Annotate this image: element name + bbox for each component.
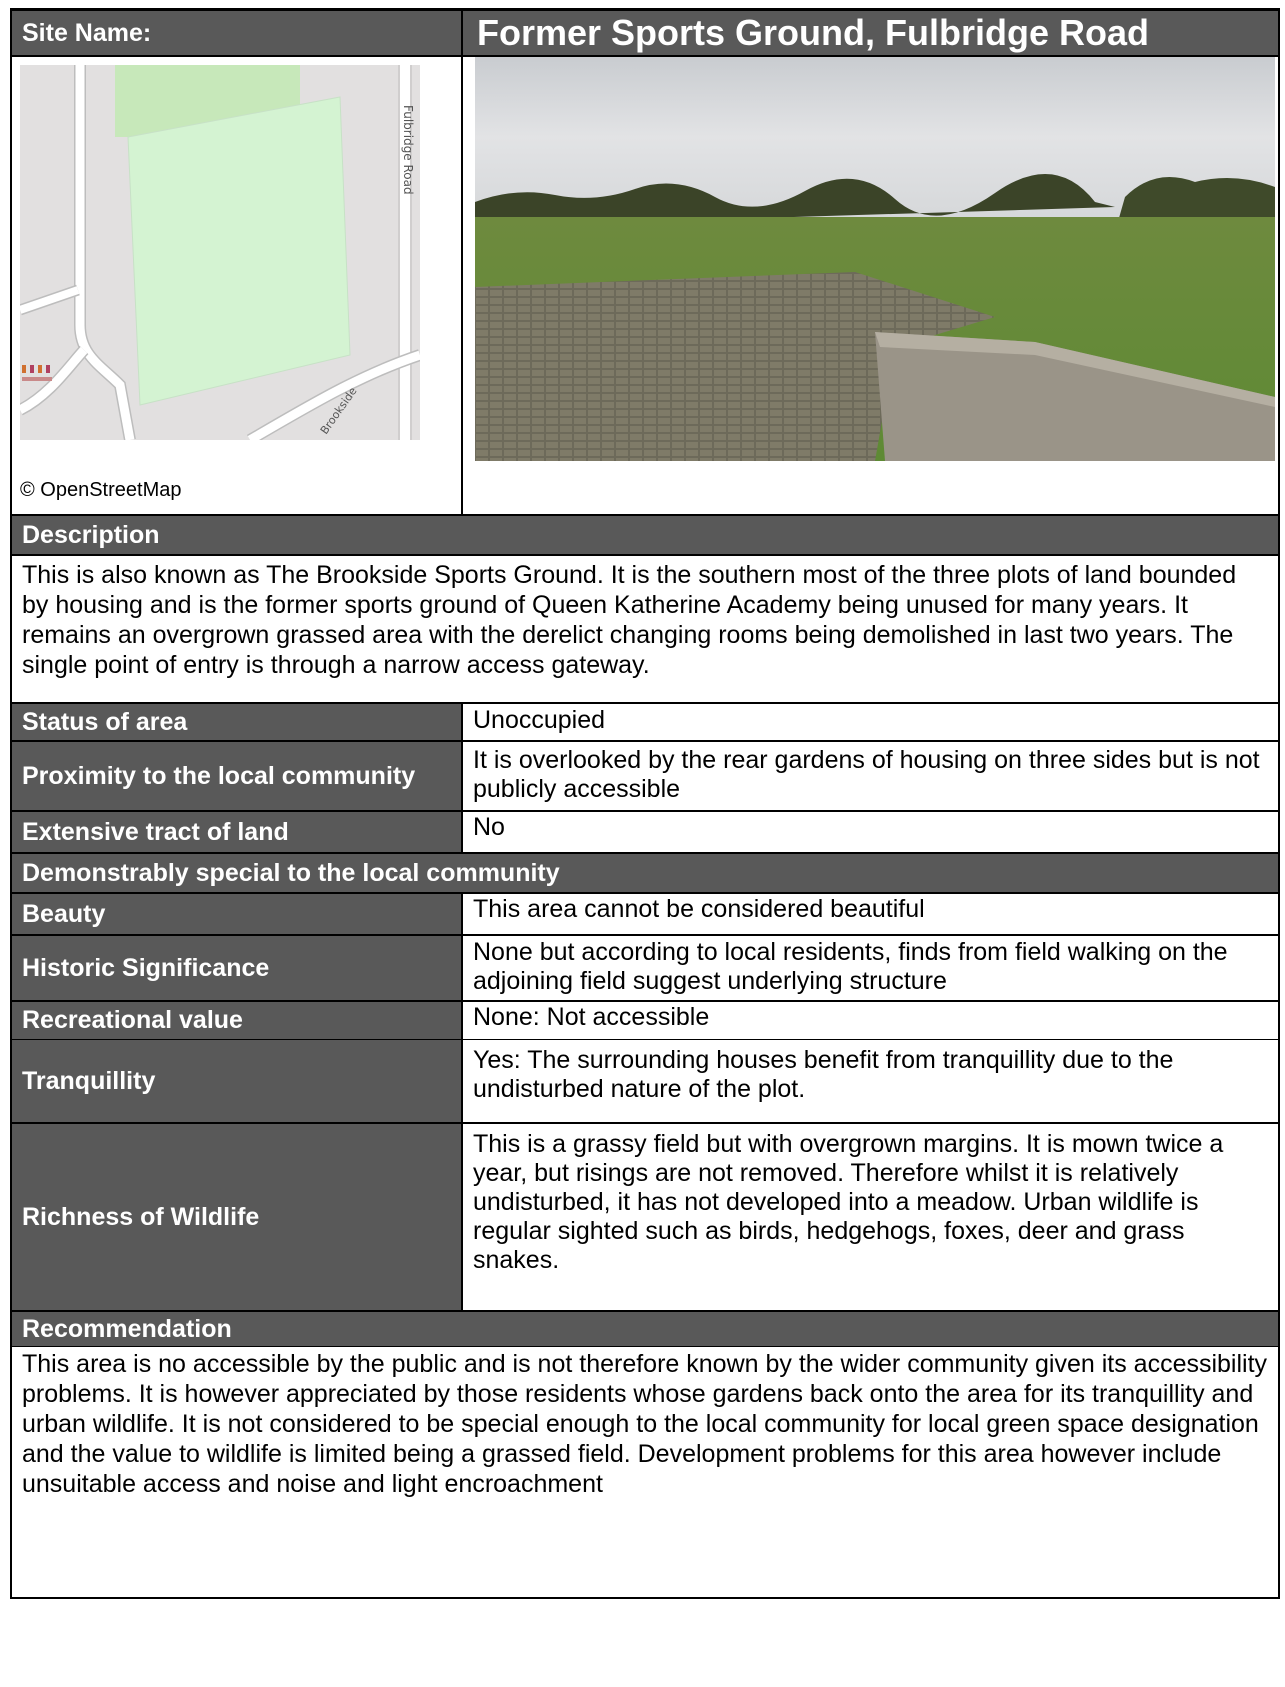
special-heading-row: Demonstrably special to the local commun…	[12, 854, 1278, 894]
special-label: Historic Significance	[12, 936, 463, 1000]
map-road-brookside	[247, 350, 420, 440]
recommendation-text: This area is no accessible by the public…	[22, 1350, 1268, 1498]
special-value: This is a grassy field but with overgrow…	[473, 1130, 1224, 1274]
attr-value: It is overlooked by the rear gardens of …	[473, 746, 1260, 803]
photo-concrete-wall	[875, 332, 1275, 461]
special-row-tranquillity: Tranquillity Yes: The surrounding houses…	[12, 1040, 1278, 1124]
site-photo	[463, 57, 1278, 514]
attr-label: Status of area	[12, 704, 463, 740]
attr-row-status: Status of area Unoccupied	[12, 704, 1278, 742]
photo-paving	[475, 272, 995, 461]
map-credit: © OpenStreetMap	[20, 479, 182, 501]
special-value: None: Not accessible	[473, 1003, 710, 1031]
site-photo-image	[475, 57, 1275, 461]
map-road-west	[75, 65, 135, 440]
map-site-area	[127, 96, 351, 406]
special-row-beauty: Beauty This area cannot be considered be…	[12, 894, 1278, 936]
special-heading: Demonstrably special to the local commun…	[22, 858, 560, 887]
recommendation-heading-row: Recommendation	[12, 1312, 1278, 1347]
attr-row-proximity: Proximity to the local community It is o…	[12, 742, 1278, 812]
recommendation-heading: Recommendation	[22, 1314, 232, 1343]
special-row-recreational: Recreational value None: Not accessible	[12, 1002, 1278, 1040]
special-row-historic: Historic Significance None but according…	[12, 936, 1278, 1002]
site-name-label: Site Name:	[12, 11, 463, 55]
attr-row-extensive: Extensive tract of land No	[12, 812, 1278, 854]
special-value: Yes: The surrounding houses benefit from…	[473, 1046, 1174, 1103]
attr-label: Proximity to the local community	[12, 742, 463, 810]
site-name-row: Site Name: Former Sports Ground, Fulbrid…	[12, 11, 1278, 57]
special-label: Richness of Wildlife	[12, 1124, 463, 1310]
map-road-fulbridge	[400, 65, 410, 440]
map-image: Fulbridge Road Brookside	[20, 65, 420, 440]
images-row: Fulbridge Road Brookside © OpenStreetMap	[12, 57, 1278, 516]
special-row-wildlife: Richness of Wildlife This is a grassy fi…	[12, 1124, 1278, 1312]
attr-value: Unoccupied	[473, 706, 606, 734]
attr-label: Extensive tract of land	[12, 812, 463, 852]
photo-treeline	[475, 174, 1115, 227]
special-value: None but according to local residents, f…	[473, 938, 1228, 995]
description-text: This is also known as The Brookside Spor…	[22, 561, 1237, 679]
attr-value: No	[473, 813, 505, 841]
description-heading-row: Description	[12, 516, 1278, 556]
map-parking-marks	[22, 365, 52, 381]
site-assessment-sheet: Site Name: Former Sports Ground, Fulbrid…	[10, 8, 1280, 1599]
special-label: Beauty	[12, 894, 463, 934]
recommendation-row: This area is no accessible by the public…	[12, 1347, 1278, 1599]
site-map: Fulbridge Road Brookside © OpenStreetMap	[12, 57, 463, 514]
description-heading: Description	[22, 520, 160, 549]
special-value: This area cannot be considered beautiful	[473, 895, 925, 923]
special-label: Recreational value	[12, 1002, 463, 1039]
description-row: This is also known as The Brookside Spor…	[12, 556, 1278, 704]
map-label-fulbridge: Fulbridge Road	[401, 105, 415, 195]
site-name-title: Former Sports Ground, Fulbridge Road	[463, 11, 1278, 55]
special-label: Tranquillity	[12, 1040, 463, 1122]
